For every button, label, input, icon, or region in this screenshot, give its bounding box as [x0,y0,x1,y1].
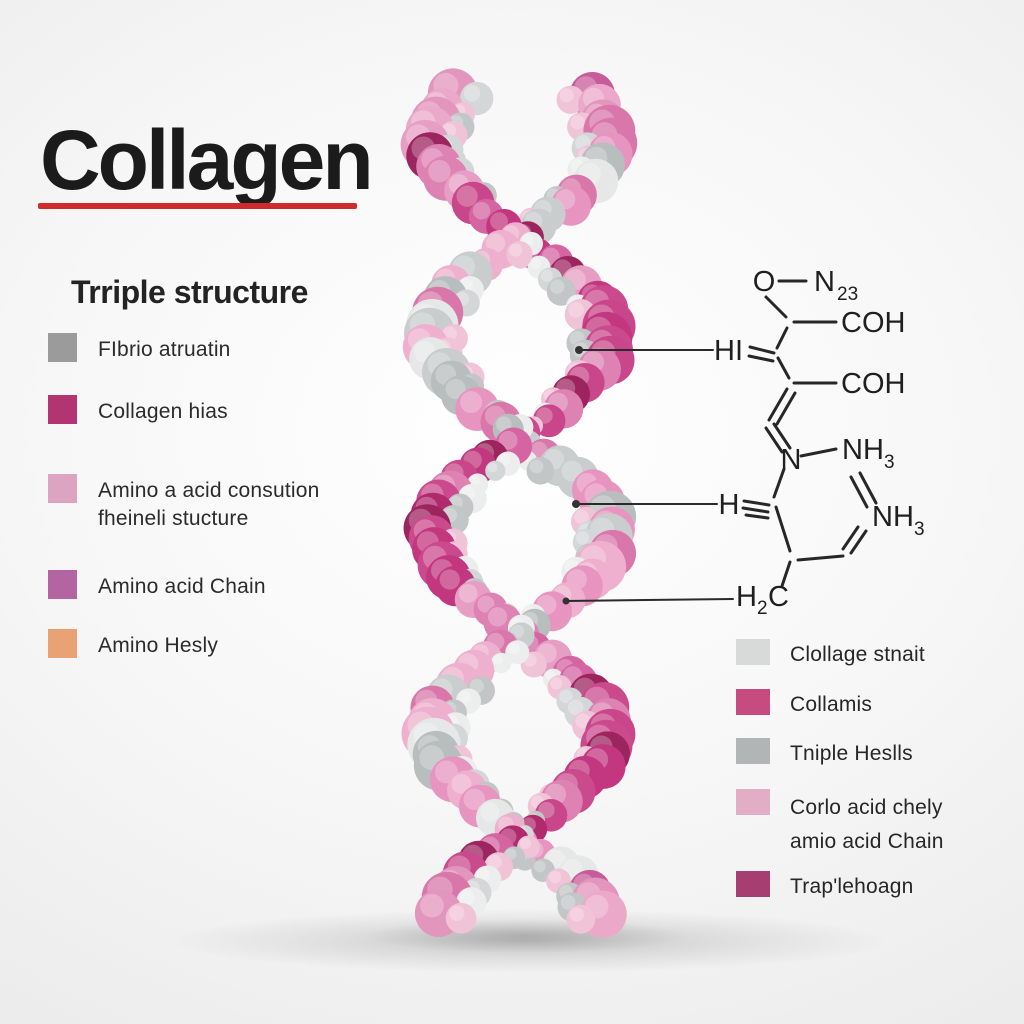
legend-label-line1: Amino a acid consution [98,479,320,502]
atom-sub-h2c: 2 [757,598,768,619]
legend-swatch [48,333,77,362]
atom-sub-nh2: 3 [914,519,925,540]
legend-swatch [736,871,770,897]
triple-helix-beads [400,68,638,938]
legend-swatch [48,629,77,658]
atom-label-nh1: NH [842,434,884,466]
atom-label-o: O [753,266,776,298]
legend-label: Collagen hias [98,400,228,423]
atom-label-h2c-h: H [736,581,757,613]
chemical-structure-labels: O N 23 COH HI COH N NH 3 NH 3 H H 2 C [714,266,925,619]
atom-sub-n23: 23 [837,284,858,305]
legend-label: Amino acid Chain [98,575,266,598]
legend-label: Amino Hesly [98,634,219,657]
legend-label: Amino a acid consution fheineli stucture [98,474,320,532]
legend-item-clollage: Clollage stnait [736,638,925,669]
atom-label-coh1: COH [841,307,905,339]
legend-label: FIbrio atruatin [98,338,231,361]
legend-swatch [48,474,77,503]
legend-label: Clollage stnait [790,643,925,666]
legend-item-tniple: Tniple Heslls [736,737,913,768]
atom-label-hi: HI [714,335,743,367]
atom-sub-nh1: 3 [884,452,895,473]
legend-swatch [48,570,77,599]
atom-label-n2: N [781,444,802,476]
legend-item-collamis: Collamis [736,688,872,719]
legend-item-collagen-hias: Collagen hias [48,395,228,426]
atom-label-coh2: COH [841,368,905,400]
connector-lines [562,346,734,605]
title-accent-bar [38,203,357,209]
legend-swatch [736,689,770,715]
connector-dot-3 [562,597,570,605]
chemical-structure-bonds [741,279,878,588]
legend-item-amino-acid-chain: Amino acid Chain [48,570,266,601]
atom-label-nh2: NH [872,501,914,533]
legend-swatch [736,738,770,764]
connector-line-3 [565,598,734,602]
legend-label: Tniple Heslls [790,742,913,765]
helix-shadow-core [365,919,685,953]
legend-label-line2: fheineli stucture [98,506,249,530]
legend-swatch [48,395,77,424]
legend-item-fibrio: FIbrio atruatin [48,333,231,364]
legend-label: Collamis [790,693,873,716]
page-title: Collagen [40,113,374,207]
legend-label: Corlo acid chely amio acid Chain [790,788,944,859]
atom-label-h: H [719,489,740,521]
legend-item-amino-consution: Amino a acid consution fheineli stucture [48,474,320,532]
legend-swatch [736,639,770,665]
legend-item-traplehoagn: Trap'lehoagn [736,870,914,901]
legend-swatch [736,789,770,815]
connector-dot-1 [575,346,583,354]
atom-label-n: N [814,266,835,298]
legend-label-line2: amio acid Chain [790,830,944,854]
atom-label-h2c-c: C [768,581,789,613]
legend-label-line1: Corlo acid chely [790,796,943,819]
legend-item-amino-hesly: Amino Hesly [48,629,218,660]
subtitle: Trriple structure [71,274,308,310]
connector-dot-2 [572,500,580,508]
legend-label: Trap'lehoagn [790,875,914,898]
legend-item-corlo: Corlo acid chely amio acid Chain [736,788,944,859]
